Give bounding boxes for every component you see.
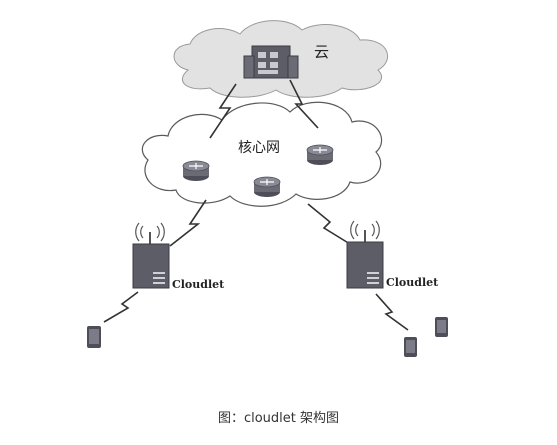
cloud-server-icon — [243, 45, 299, 79]
router-icon — [306, 144, 334, 165]
lightning-link-icon — [375, 293, 409, 331]
lightning-link-icon — [209, 83, 237, 139]
antenna-icon — [350, 220, 380, 244]
cloudlet-server-icon — [132, 243, 170, 289]
mobile-device-icon — [87, 326, 101, 348]
lightning-link-icon — [169, 199, 207, 247]
figure-caption: 图：cloudlet 架构图 — [217, 411, 340, 426]
lightning-link-icon — [103, 291, 139, 323]
lightning-link-icon — [289, 79, 319, 129]
cloudlet-left-label: Cloudlet — [172, 278, 225, 291]
core-network-label: 核心网 — [238, 140, 280, 156]
mobile-device-icon — [435, 317, 448, 337]
cloudlet-server-icon — [346, 241, 384, 289]
cloud-label: 云 — [314, 43, 330, 61]
lightning-link-icon — [307, 203, 351, 245]
router-icon — [182, 160, 210, 181]
cloudlet-right-label: Cloudlet — [386, 276, 439, 289]
router-icon — [253, 176, 281, 197]
antenna-icon — [135, 222, 165, 246]
mobile-device-icon — [404, 337, 417, 357]
